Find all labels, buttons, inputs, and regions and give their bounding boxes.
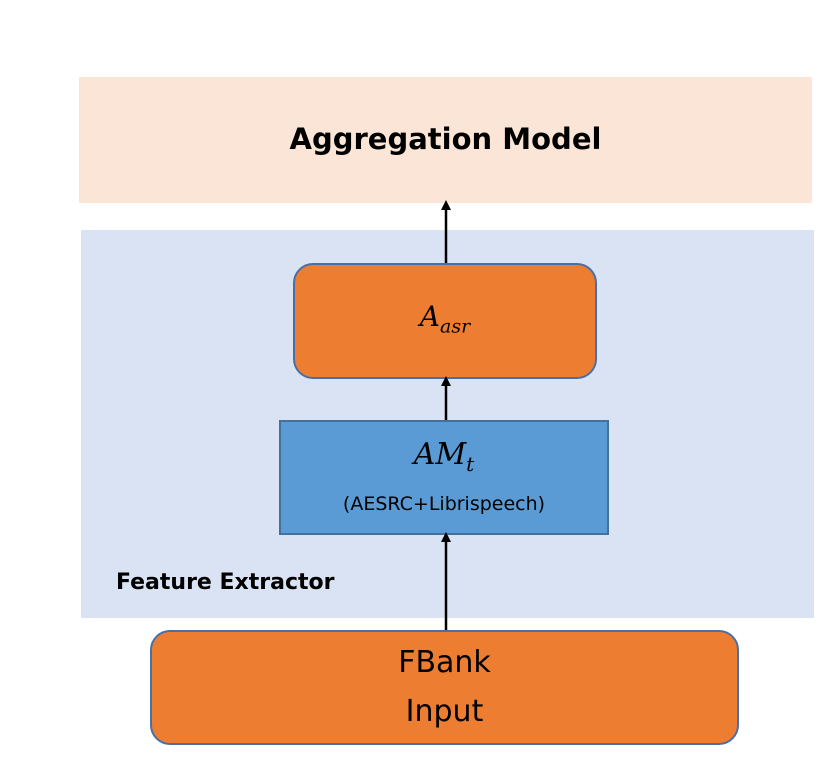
am-symbol: AM (413, 437, 467, 472)
am-block-label: AMt (279, 437, 609, 476)
asr-symbol: A (419, 300, 441, 333)
asr-block (293, 263, 597, 379)
am-subscript: t (466, 452, 475, 476)
am-block (279, 420, 609, 535)
feature-extractor-label: Feature Extractor (116, 570, 335, 595)
aggregation-model-region (79, 77, 812, 203)
asr-block-label: Aasr (293, 300, 597, 338)
am-block-caption: (AESRC+Librispeech) (342, 493, 546, 515)
aggregation-model-title: Aggregation Model (289, 122, 602, 156)
asr-subscript: asr (440, 315, 471, 338)
fbank-input-block (150, 630, 739, 745)
fbank-label: FBank (398, 645, 491, 680)
input-label: Input (405, 694, 484, 729)
